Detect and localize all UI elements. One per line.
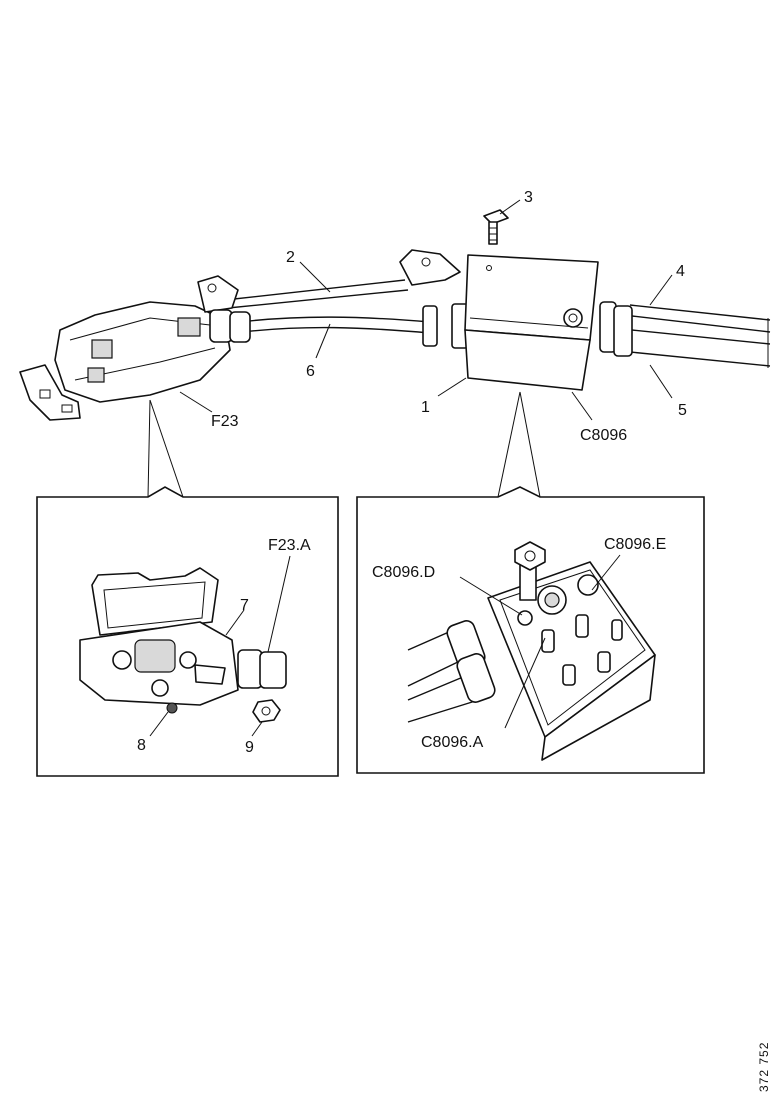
junction-box-c8096 <box>464 254 599 391</box>
harness-cables <box>224 249 771 368</box>
detail-frame-f23 <box>36 486 339 777</box>
detail-frame-c8096 <box>356 486 705 774</box>
label-7: 7 <box>240 597 249 614</box>
label-c8096: C8096 <box>580 427 627 444</box>
screw-3 <box>483 209 509 245</box>
label-f23-a: F23.A <box>268 537 311 554</box>
label-c8096-a: C8096.A <box>421 734 484 751</box>
label-6: 6 <box>306 363 315 380</box>
label-c8096-d: C8096.D <box>372 564 435 581</box>
callout-labels: 1 2 3 4 5 6 7 8 9 F23 C8096 F23.A C8096.… <box>137 189 771 1092</box>
label-9: 9 <box>245 739 254 756</box>
fuse-holder-f23 <box>19 275 251 421</box>
label-5: 5 <box>678 402 687 419</box>
label-3: 3 <box>524 189 533 206</box>
label-2: 2 <box>286 249 295 266</box>
label-4: 4 <box>676 263 685 280</box>
leader-lines <box>147 199 673 498</box>
reference-code: 372 752 <box>757 1042 771 1092</box>
label-8: 8 <box>137 737 146 754</box>
label-c8096-e: C8096.E <box>604 536 666 553</box>
label-1: 1 <box>421 399 430 416</box>
label-f23: F23 <box>211 413 239 430</box>
